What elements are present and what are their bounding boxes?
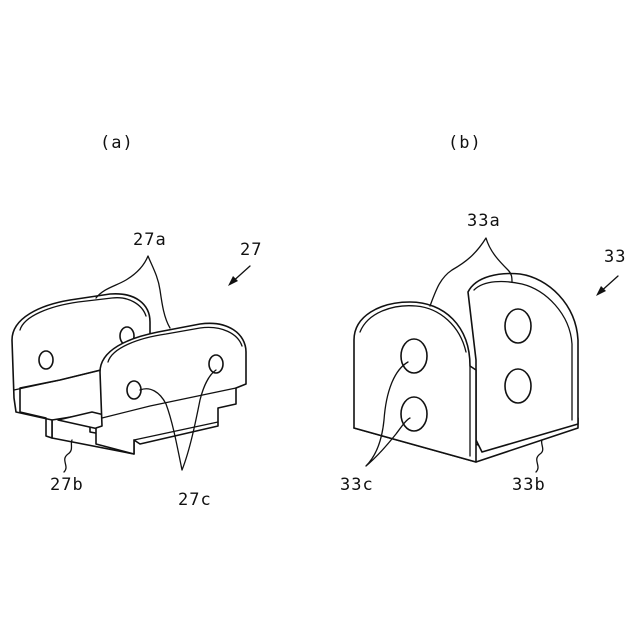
bracket-33 — [354, 274, 578, 462]
label-27a: 27a — [133, 230, 167, 250]
label-33: 33 — [604, 247, 626, 267]
panel-b-caption: (b) — [448, 133, 482, 153]
label-33c: 33c — [340, 475, 374, 495]
back-hole-top — [505, 309, 531, 343]
panel-a: (a) 27 — [12, 133, 262, 510]
arrow-27 — [228, 266, 250, 286]
panel-b: (b) 33 33a 33b — [340, 133, 626, 495]
leader-27b — [64, 440, 72, 472]
back-hole-bottom — [505, 369, 531, 403]
label-33b: 33b — [512, 475, 546, 495]
panel-a-caption: (a) — [100, 133, 134, 153]
front-plate-33 — [354, 302, 476, 462]
leader-33b — [536, 440, 543, 472]
label-27b: 27b — [50, 475, 84, 495]
front-hole-bottom-33 — [401, 397, 427, 431]
arrow-33 — [596, 276, 618, 296]
front-hole-left — [127, 381, 141, 399]
label-27c: 27c — [178, 490, 212, 510]
label-27: 27 — [240, 240, 262, 260]
front-hole-top-33 — [401, 339, 427, 373]
back-plate — [468, 274, 578, 452]
label-33a: 33a — [467, 211, 501, 231]
rear-hole-left — [39, 351, 53, 369]
